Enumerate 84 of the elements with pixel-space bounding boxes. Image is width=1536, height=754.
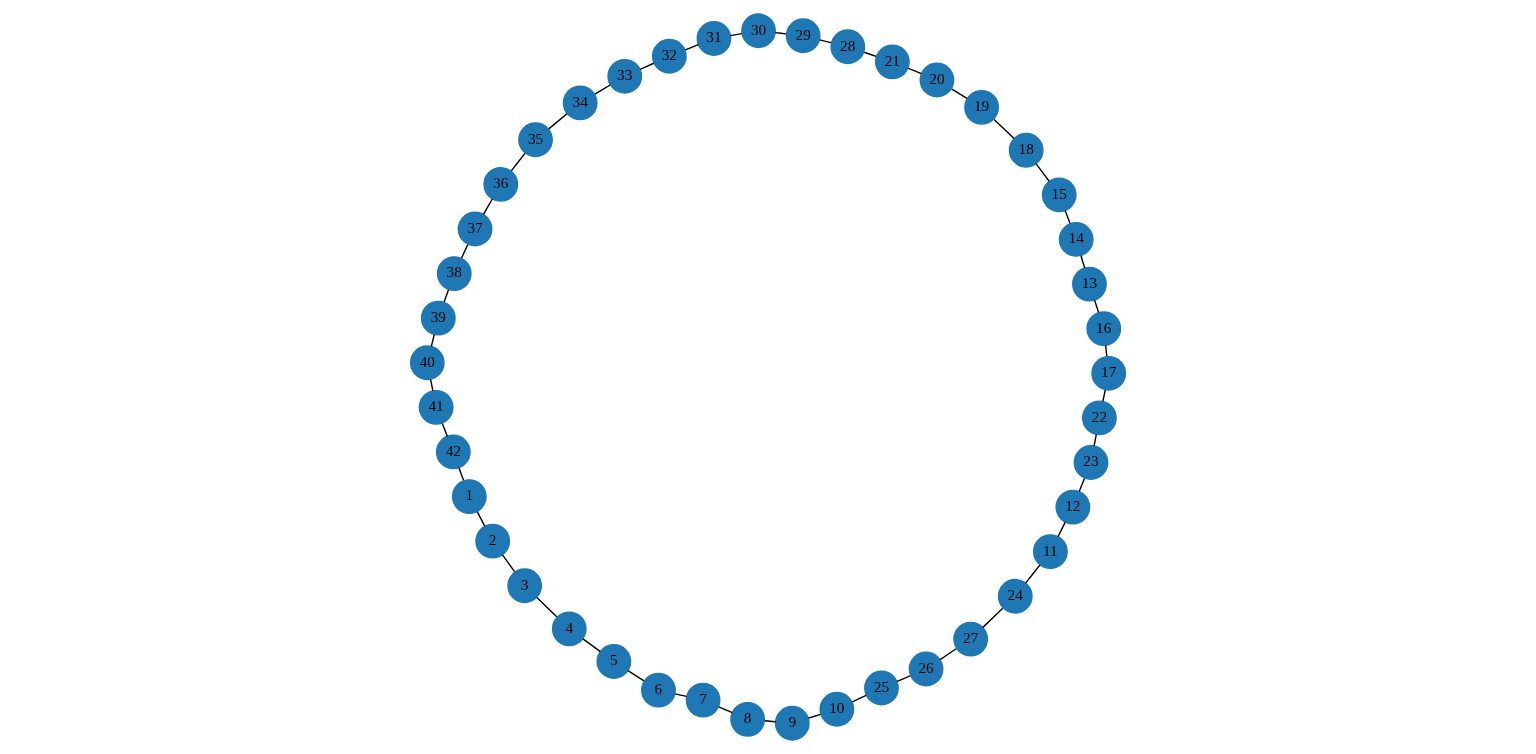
node-circle: 37	[457, 211, 493, 247]
node-circle: 20	[919, 62, 955, 98]
connector	[1057, 521, 1066, 538]
node-circle: 17	[1091, 355, 1127, 391]
connector	[441, 422, 448, 438]
connector	[460, 243, 469, 259]
connector	[582, 638, 602, 653]
node-circle: 9	[774, 705, 810, 741]
node-circle: 41	[418, 389, 454, 425]
connector	[1078, 477, 1086, 493]
node-circle: 39	[420, 300, 456, 336]
node-circle: 40	[409, 345, 445, 381]
node-circle: 30	[741, 13, 776, 49]
node-circle: 38	[436, 256, 472, 291]
node-circle: 25	[864, 670, 899, 706]
node-circle: 34	[562, 85, 598, 121]
connector	[684, 44, 700, 51]
connector	[717, 706, 733, 714]
node-circle: 24	[997, 578, 1033, 614]
connector	[863, 51, 877, 58]
connector	[1064, 209, 1071, 225]
node-circle: 19	[964, 89, 999, 125]
connector	[729, 32, 743, 37]
node-circle: 22	[1082, 400, 1117, 436]
node-circle: 31	[696, 21, 732, 56]
node-circle: 32	[651, 38, 687, 74]
node-circle: 11	[1033, 534, 1068, 570]
connector	[907, 67, 923, 75]
node-circle: 26	[908, 651, 944, 687]
node-circle: 42	[435, 434, 471, 470]
connector	[851, 694, 867, 703]
connector	[982, 607, 1004, 629]
connector	[639, 62, 655, 71]
connector	[674, 693, 688, 698]
connector	[951, 88, 968, 100]
connector	[1035, 163, 1050, 182]
connector	[818, 39, 832, 44]
node-circle: 3	[507, 568, 543, 604]
connector	[939, 648, 957, 661]
connector	[476, 510, 486, 527]
connector	[764, 720, 777, 723]
node-circle: 16	[1086, 311, 1122, 347]
connector	[993, 118, 1015, 140]
node-circle: 14	[1058, 222, 1094, 257]
connector	[429, 378, 434, 392]
node-circle: 5	[596, 644, 632, 679]
connector	[458, 467, 465, 482]
node-circle: 18	[1008, 132, 1044, 168]
node-circle: 21	[874, 44, 910, 80]
node-circle: 28	[830, 29, 866, 65]
node-circle: 12	[1055, 489, 1091, 525]
connector	[1102, 389, 1106, 402]
connector	[548, 113, 568, 130]
node-circle: 29	[785, 18, 821, 54]
connector	[594, 84, 611, 95]
connector	[1080, 255, 1086, 269]
connector	[1104, 344, 1108, 357]
connector	[510, 152, 526, 172]
connector	[430, 334, 435, 347]
connector	[774, 31, 787, 35]
connector	[1093, 433, 1097, 447]
node-circle: 1	[451, 479, 487, 514]
connector	[443, 288, 450, 303]
connector	[501, 554, 516, 573]
node-circle: 8	[730, 701, 766, 737]
node-circle: 10	[819, 691, 855, 727]
connector	[482, 198, 494, 215]
connector	[1024, 564, 1041, 584]
connector	[1093, 299, 1100, 314]
node-circle: 36	[483, 166, 519, 202]
node-circle: 4	[551, 611, 587, 647]
node-circle: 23	[1073, 445, 1109, 480]
node-circle: 15	[1041, 177, 1077, 213]
node-circle: 6	[641, 672, 676, 708]
node-circle: 35	[518, 122, 553, 158]
node-circle: 13	[1072, 266, 1107, 302]
connector	[807, 713, 822, 719]
node-circle: 7	[685, 682, 721, 718]
node-circle: 27	[953, 621, 989, 657]
connector	[896, 675, 911, 683]
connector	[536, 596, 558, 618]
node-circle: 2	[475, 523, 511, 559]
node-circle: 33	[607, 58, 643, 94]
connector	[627, 669, 645, 682]
